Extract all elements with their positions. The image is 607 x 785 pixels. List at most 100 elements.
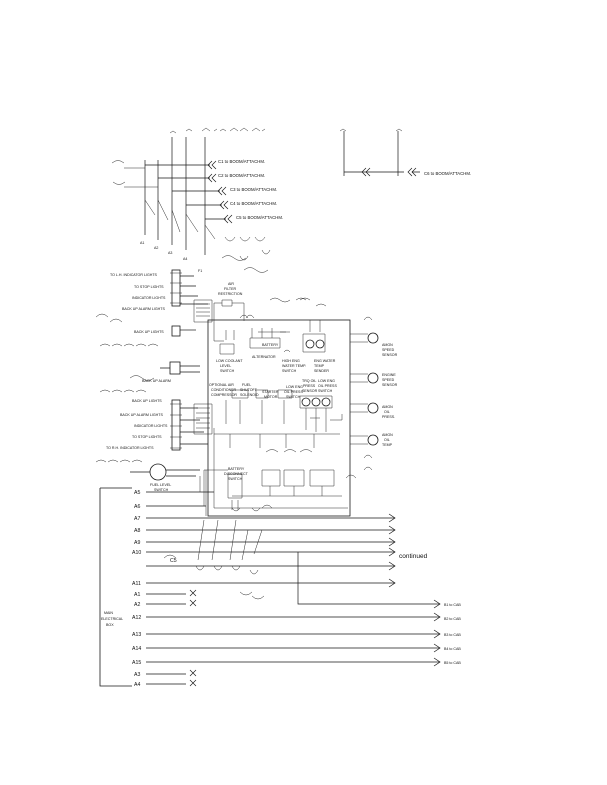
coolant-label-1: LOW COOLANT — [216, 359, 243, 363]
id-a3: A3 — [168, 251, 172, 255]
trq-oil-label-2: PRESS — [303, 384, 316, 388]
boom-labels: C1 to BOOM/ATTACHM. C2 to BOOM/ATTACHM. … — [140, 159, 471, 273]
pin-a2: A2 — [134, 602, 140, 608]
pin-a1: A1 — [134, 592, 140, 598]
sensor3-line2: OIL — [384, 410, 390, 414]
coolant-label-2: LEVEL — [220, 364, 231, 368]
alternator-label: ALTERNATOR — [252, 355, 276, 359]
continued-label: continued — [399, 553, 428, 560]
cab-b5-label: B5 to CAB — [444, 661, 461, 665]
engine-box — [203, 297, 357, 517]
low-eng-oil-label-1: LOW ENG — [286, 385, 303, 389]
pin-a8: A8 — [134, 528, 140, 534]
fuel-shutoff-label-1: FUEL — [242, 383, 251, 387]
battery-label: BATTERY — [262, 343, 279, 347]
cab-b1-label: B1 to CAB — [444, 603, 461, 607]
label-rh-indicator: TO R.H. INDICATOR LIGHTS — [106, 446, 154, 450]
low-eng-oil2-label-1: LOW ENG — [318, 379, 335, 383]
high-eng-water-label-3: SWITCH — [282, 369, 297, 373]
sensor2-line2: SPEED — [382, 378, 395, 382]
trq-oil-label-3: SENSOR — [302, 389, 318, 393]
air-compressor-label-3: COMPRESSOR — [211, 393, 237, 397]
pin-a12: A12 — [132, 615, 141, 621]
sensor1-line3: SENSOR — [382, 353, 398, 357]
high-eng-water-label-1: HIGH ENG — [282, 359, 300, 363]
cab-b3-label: B3 to CAB — [444, 633, 461, 637]
fuel-shutoff-label-2: SHUTOFF — [240, 388, 258, 392]
id-a2: A2 — [154, 246, 158, 250]
box-label-2: ELECTRICAL — [101, 617, 123, 621]
battery-disconnect-label-1: BATTERY — [228, 467, 245, 471]
label-stop-lights-bottom: TO STOP LIGHTS — [132, 435, 162, 439]
sensor4-line3: TEMP — [382, 443, 393, 447]
air-filter-label-3: RESTRICTION — [218, 292, 243, 296]
right-sensor-labels: AMGN SPEED SENSOR ENGINE SPEED SENSOR AM… — [382, 343, 398, 447]
left-light-groups — [95, 255, 269, 481]
pin-a13: A13 — [132, 632, 141, 638]
pin-a3: A3 — [134, 672, 140, 678]
air-compressor-label-1: OPTIONAL AIR — [209, 383, 234, 387]
label-lh-indicator: TO L.H. INDICATOR LIGHTS — [110, 273, 158, 277]
high-eng-water-label-2: WATER TEMP. — [282, 364, 306, 368]
trq-oil-label-1: TRQ OIL — [302, 379, 316, 383]
sensor1-line1: AMGN — [382, 343, 393, 347]
eng-water-temp-label-3: SENDER — [314, 369, 329, 373]
pin-a9: A9 — [134, 540, 140, 546]
label-back-up-lights-top: BACK UP LIGHTS — [134, 330, 164, 334]
pin-a7: A7 — [134, 516, 140, 522]
pin-a14: A14 — [132, 646, 141, 652]
main-electrical-box — [99, 470, 441, 687]
pin-labels: A5 A6 A7 A8 A9 A10 A11 A1 A2 A12 A13 A14… — [101, 490, 461, 688]
label-indicator-lights-bottom: INDICATOR LIGHTS — [134, 424, 168, 428]
wire-c5-label: C5 — [170, 558, 177, 564]
fuel-shutoff-label-3: SOLENOID — [240, 393, 259, 397]
starter-label-1: STARTER — [262, 390, 279, 394]
connector-c6-label: C6 to BOOM/ATTACHM. — [424, 171, 471, 176]
pin-a4: A4 — [134, 682, 140, 688]
air-filter-label-1: AIR — [228, 282, 234, 286]
sensor4-line1: AMGN — [382, 433, 393, 437]
fuel-level-label-2: SWITCH — [154, 488, 169, 492]
connector-c4-label: C4 to BOOM/ATTACHM. — [230, 201, 277, 206]
starter-label-2: MOTOR — [264, 395, 278, 399]
connector-c5-label: C5 to BOOM/ATTACHM. — [236, 215, 283, 220]
low-eng-oil2-label-2: OIL PRESS — [318, 384, 337, 388]
sensor1-line2: SPEED — [382, 348, 395, 352]
air-filter-label-2: FILTER — [224, 287, 237, 291]
id-f1: F1 — [198, 269, 202, 273]
label-indicator-lights-top: INDICATOR LIGHTS — [132, 296, 166, 300]
fuel-level-label-1: FUEL LEVEL — [150, 483, 171, 487]
low-eng-oil-label-2: OIL PRESS — [284, 390, 303, 394]
sensor4-line2: OIL — [384, 438, 390, 442]
low-eng-oil-label-3: SWITCH — [286, 395, 301, 399]
pin-a11: A11 — [132, 581, 141, 587]
left-light-labels: TO L.H. INDICATOR LIGHTS TO STOP LIGHTS … — [106, 273, 171, 492]
box-label-1: MAIN — [104, 611, 113, 615]
cab-b2-label: B2 to CAB — [444, 617, 461, 621]
sensor3-line3: PRESS. — [382, 415, 395, 419]
eng-water-temp-label-2: TEMP — [314, 364, 325, 368]
connector-c3-label: C3 to BOOM/ATTACHM. — [230, 187, 277, 192]
sensor3-line1: AMGN — [382, 405, 393, 409]
cab-b4-label: B4 to CAB — [444, 647, 461, 651]
label-back-up-lights-bottom: BACK UP LIGHTS — [132, 399, 162, 403]
engine-labels: AIR FILTER RESTRICTION LOW COOLANT LEVEL… — [209, 282, 337, 481]
right-sensors — [350, 316, 379, 471]
battery-disconnect-label-3: SWITCH — [228, 477, 243, 481]
id-a1: A1 — [140, 241, 144, 245]
box-label-3: BOX — [106, 623, 114, 627]
low-eng-oil2-label-3: SWITCH — [318, 389, 333, 393]
sensor2-line1: ENGINE — [382, 373, 396, 377]
connector-c2-label: C2 to BOOM/ATTACHM. — [218, 173, 265, 178]
sensor2-line3: SENSOR — [382, 383, 398, 387]
boom-harness — [111, 127, 420, 261]
label-stop-lights-top: TO STOP LIGHTS — [134, 285, 164, 289]
pin-a10: A10 — [132, 550, 141, 556]
pin-a15: A15 — [132, 660, 141, 666]
label-back-up-alarm: BACK UP ALARM — [142, 379, 171, 383]
coolant-label-3: SWITCH — [220, 369, 235, 373]
connector-c1-label: C1 to BOOM/ATTACHM. — [218, 159, 265, 164]
battery-disconnect-label-2: DISCONNECT — [224, 472, 249, 476]
pin-a6: A6 — [134, 504, 140, 510]
